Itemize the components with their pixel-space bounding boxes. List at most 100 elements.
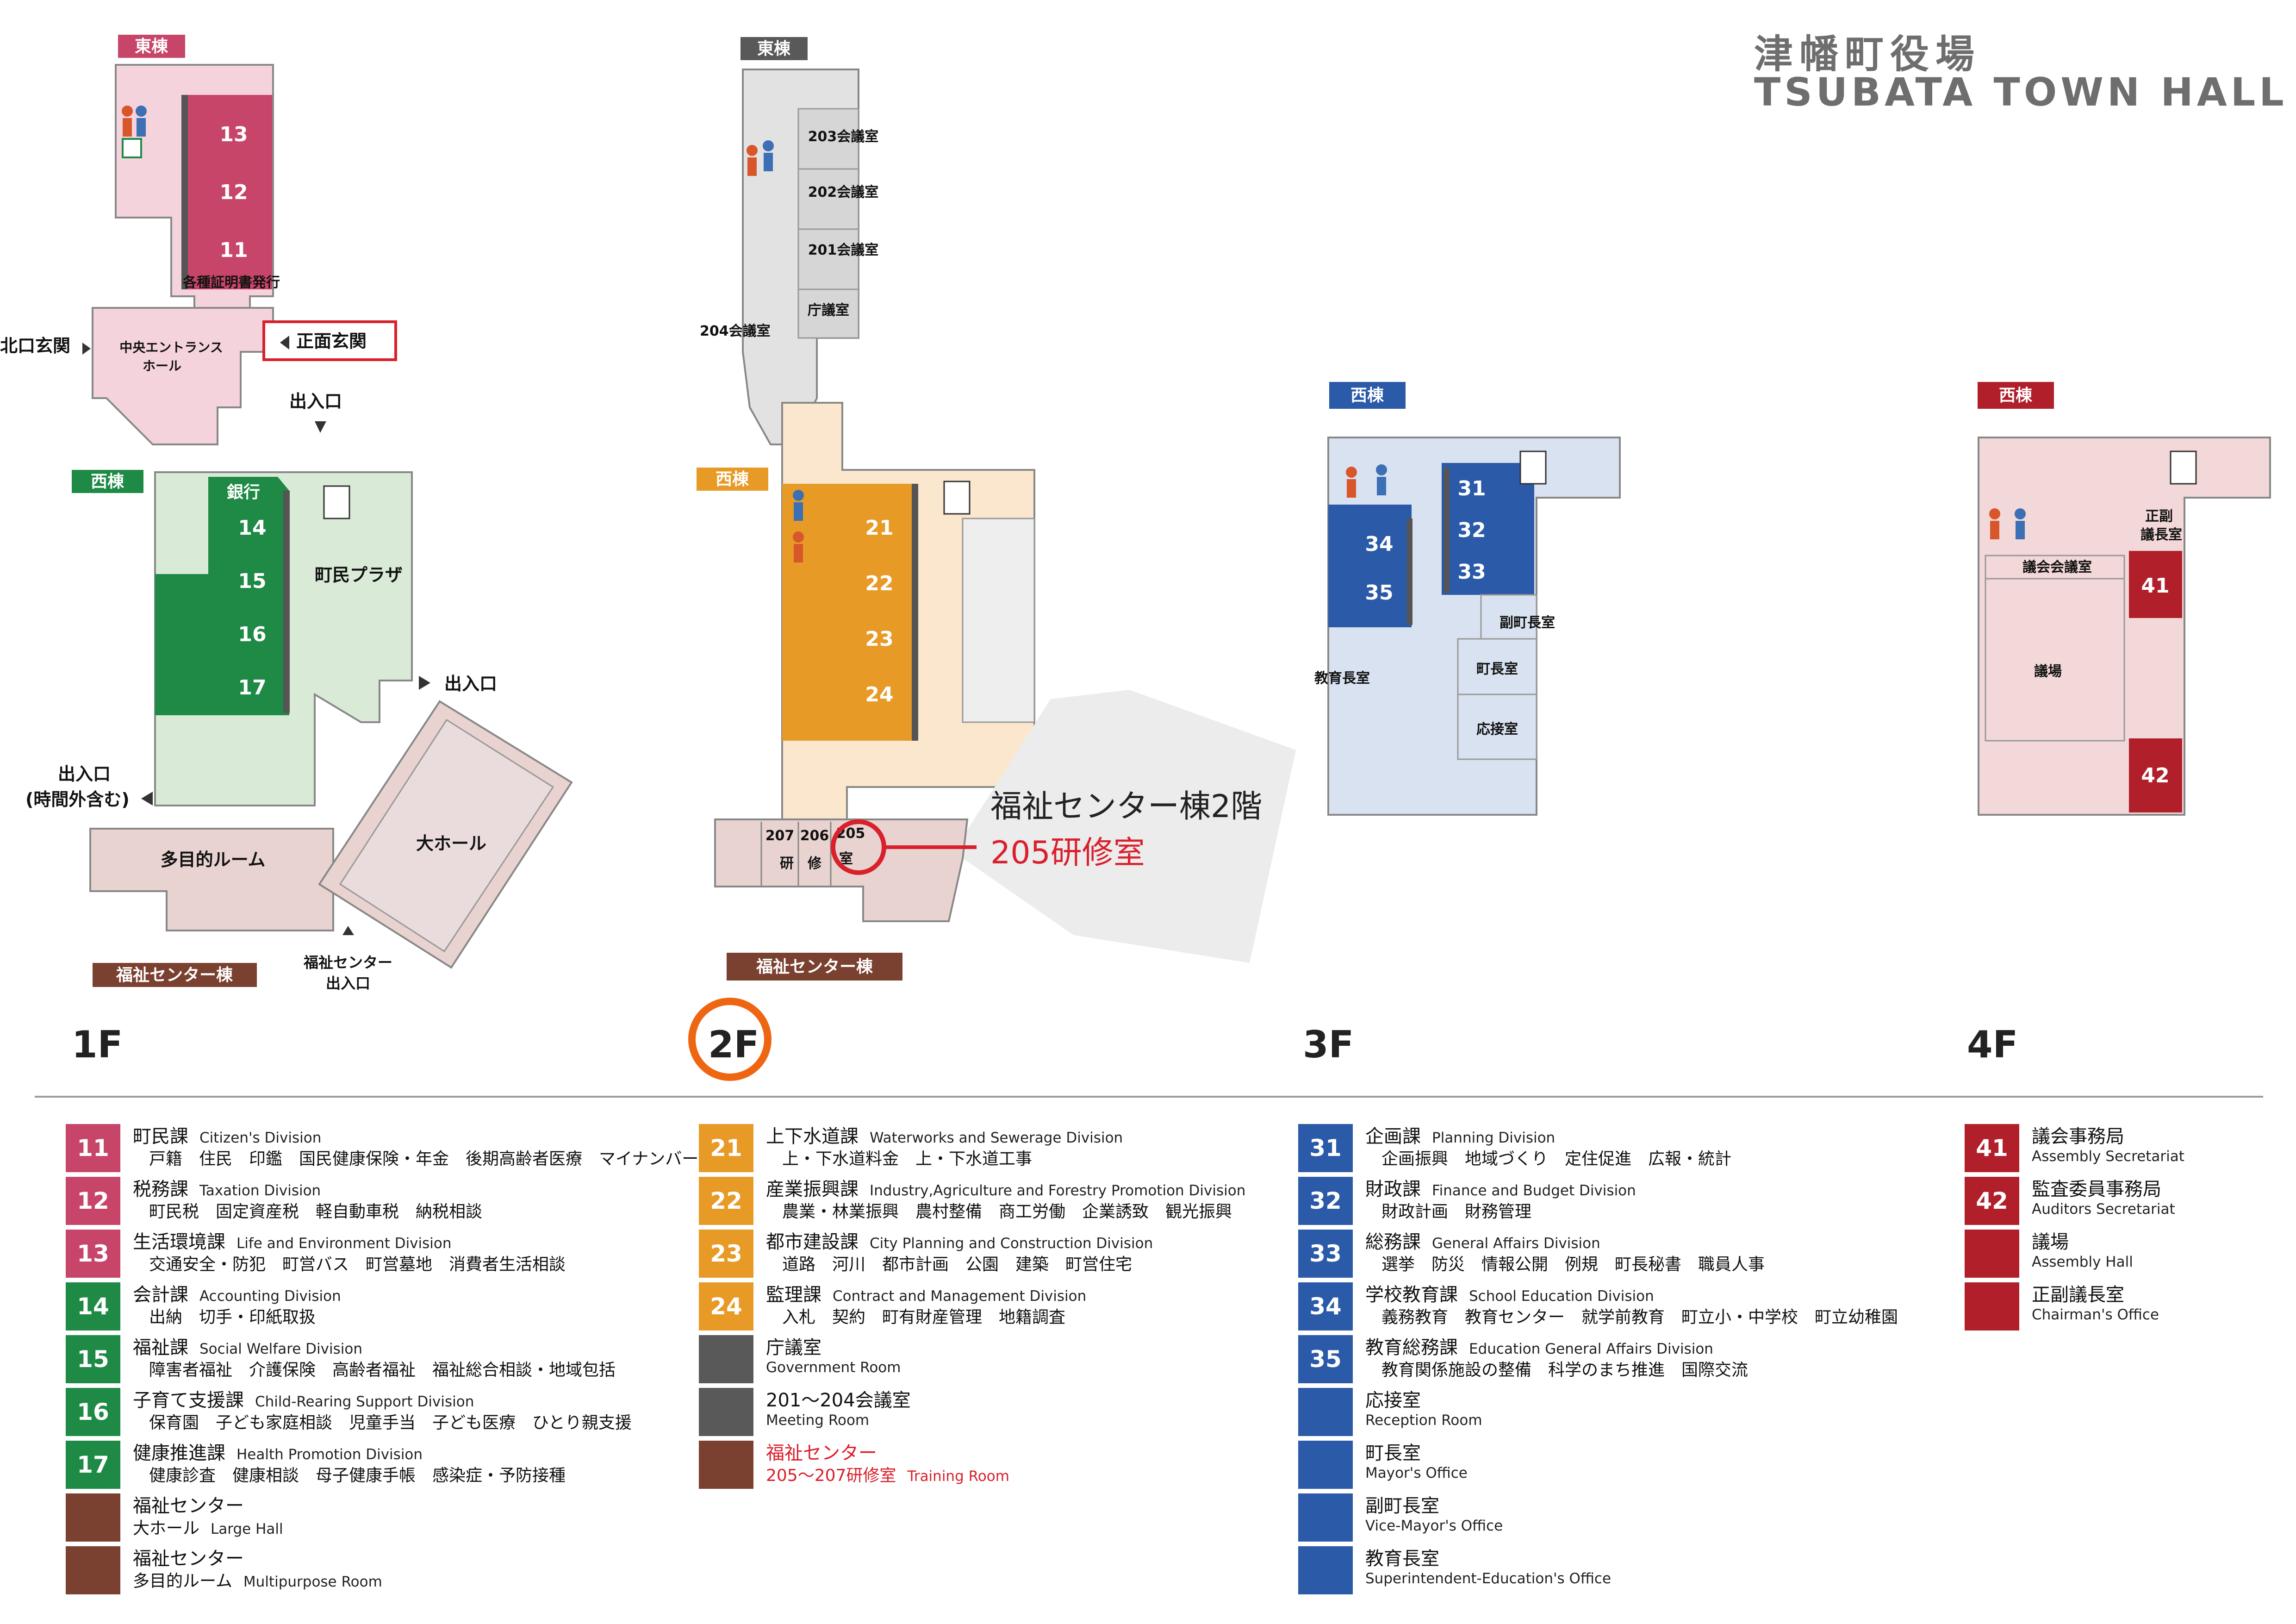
legend-name: 応接室 <box>1365 1385 1421 1412</box>
legend-divider <box>35 1096 2263 1098</box>
legend-number-box: 22 <box>699 1177 753 1225</box>
legend-subtext-text: 入札 契約 町有財産管理 地籍調査 <box>782 1308 1066 1327</box>
legend-name-text: 学校教育課 <box>1365 1284 1458 1305</box>
welfare-entrance-label-1: 福祉センター <box>303 954 392 971</box>
entrance-label-top: 出入口 <box>289 391 342 412</box>
legend-subtext-text: 農業・林業振興 農村整備 商工労働 企業誘致 観光振興 <box>782 1202 1232 1221</box>
legend-subtext: 農業・林業振興 農村整備 商工労働 企業誘致 観光振興 <box>782 1198 1232 1222</box>
legend-subtext-english: Training Room <box>907 1468 1009 1485</box>
legend-number-box <box>66 1493 120 1542</box>
legend-name-text: 庁議室 <box>766 1337 821 1358</box>
legend-number-box: 12 <box>66 1177 120 1225</box>
legend-name: 正副議長室 <box>2032 1280 2124 1306</box>
legend-name-english: Planning Division <box>1432 1130 1556 1146</box>
legend-subtext-text: 上・下水道料金 上・下水道工事 <box>782 1149 1033 1168</box>
floor-label-2f[interactable]: 2F <box>708 1023 759 1066</box>
accessible-icon <box>122 138 142 158</box>
legend-name-english: Citizen's Division <box>199 1130 322 1146</box>
room-32: 32 <box>1457 518 1486 542</box>
west-wing-tag-1f <box>72 470 143 493</box>
room-204-label: 204会議室 <box>700 323 771 339</box>
legend-subtext-text: 企画振興 地域づくり 定住促進 広報・統計 <box>1381 1149 1732 1168</box>
mayor-label: 町長室 <box>1476 661 1518 677</box>
legend-number-box: 34 <box>1298 1282 1353 1330</box>
north-entrance-label: 北口玄関 <box>0 336 70 356</box>
legend-number-box <box>1965 1282 2019 1330</box>
legend-subtext-english: Vice-Mayor's Office <box>1365 1518 1503 1534</box>
council-meeting-label: 議会会議室 <box>2022 559 2092 575</box>
arrow-icon <box>82 343 91 355</box>
west-wing-label-3f: 西棟 <box>1350 386 1384 405</box>
room-42: 42 <box>2141 764 2169 787</box>
legend-subtext: 町民税 固定資産税 軽自動車税 納税相談 <box>149 1198 482 1222</box>
legend-name-english: Accounting Division <box>199 1288 341 1305</box>
title-japanese: 津幡町役場 <box>1754 31 1981 77</box>
legend-subtext-english: Mayor's Office <box>1365 1465 1468 1481</box>
room-12: 12 <box>219 181 248 204</box>
legend-subtext-text: 戸籍 住民 印鑑 国民健康保険・年金 後期高齢者医療 マイナンバー <box>149 1149 699 1168</box>
entrance-label-right: 出入口 <box>444 674 497 694</box>
floor-2f-map: 東棟 203会議室 202会議室 201会議室 庁議室 204会議室 西棟 21… <box>697 37 1296 981</box>
main-entrance-label: 正面玄関 <box>296 331 367 351</box>
east-counter-1f <box>185 95 272 289</box>
legend-name: 教育長室 <box>1365 1543 1439 1570</box>
legend-name-text: 正副議長室 <box>2032 1284 2124 1305</box>
west-wing-tag-4f <box>1978 382 2054 409</box>
legend-name-text: 議場 <box>2032 1231 2069 1253</box>
legend-subtext-text: 財政計画 財務管理 <box>1381 1202 1532 1221</box>
chairman-label-2: 議長室 <box>2140 527 2182 543</box>
restroom-female-icon <box>794 544 803 562</box>
east-wing-label-1f: 東棟 <box>135 37 168 56</box>
restroom-female-icon <box>1990 521 1999 539</box>
plaza-label: 町民プラザ <box>315 565 403 585</box>
legend-subtext: 入札 契約 町有財産管理 地籍調査 <box>782 1304 1065 1328</box>
legend-name-text: 会計課 <box>133 1284 188 1305</box>
legend-subtext-text: 道路 河川 都市計画 公園 建築 町営住宅 <box>782 1255 1132 1274</box>
legend-subtext: 道路 河川 都市計画 公園 建築 町営住宅 <box>782 1251 1132 1275</box>
legend-name-text: 生活環境課 <box>133 1231 225 1253</box>
legend-subtext-english: Auditors Secretariat <box>2032 1201 2175 1218</box>
room-201-label: 201会議室 <box>808 242 879 258</box>
arrow-icon <box>141 792 153 806</box>
west-counter-2f <box>782 484 916 741</box>
training-shu-label: 修 <box>807 856 822 872</box>
legend-name-text: 応接室 <box>1365 1390 1421 1411</box>
legend-subtext-text: 多目的ルーム <box>133 1572 232 1591</box>
arrow-icon <box>419 676 430 690</box>
title-english: TSUBATA TOWN HALL <box>1754 69 2288 115</box>
legend-subtext-english: Reception Room <box>1365 1412 1482 1429</box>
legend-name-english: Health Promotion Division <box>236 1446 423 1463</box>
central-hall-label-2: ホール <box>143 358 181 374</box>
legend-subtext-text: 教育関係施設の整備 科学のまち推進 国際交流 <box>1381 1361 1748 1380</box>
welfare-wing-tag-2f <box>727 953 902 981</box>
floor-label-4f[interactable]: 4F <box>1967 1023 2018 1066</box>
legend-number-box: 16 <box>66 1388 120 1436</box>
floor-label-1f[interactable]: 1F <box>72 1023 123 1066</box>
legend-subtext-text: 障害者福祉 介護保険 高齢者福祉 福祉総合相談・地域包括 <box>149 1361 616 1380</box>
legend-name: 企画課 Planning Division <box>1365 1121 1555 1148</box>
arrow-icon <box>315 421 326 433</box>
legend-subtext-english: Multipurpose Room <box>243 1574 382 1590</box>
legend-number-box: 14 <box>66 1282 120 1330</box>
legend-name-text: 企画課 <box>1365 1126 1421 1147</box>
legend-number-box: 33 <box>1298 1230 1353 1278</box>
floor-label-3f[interactable]: 3F <box>1303 1023 1354 1066</box>
room-33: 33 <box>1457 560 1486 584</box>
floor-maps: 東棟 13 12 11 各種証明書発行 中央エントランス ホール 北口玄関 正面… <box>0 35 2271 992</box>
legend-name-english: Education General Affairs Division <box>1469 1341 1713 1357</box>
welfare-wing-2f <box>714 818 969 922</box>
legend-number-box <box>1298 1493 1353 1542</box>
legend-subtext: 義務教育 教育センター 就学前教育 町立小・中学校 町立幼稚園 <box>1381 1304 1898 1328</box>
west-counter-3f-left <box>1328 505 1412 627</box>
legend-subtext-text: 大ホール <box>133 1519 200 1538</box>
vice-mayor-label: 副町長室 <box>1500 615 1555 631</box>
legend-subtext-text: 町民税 固定資産税 軽自動車税 納税相談 <box>149 1202 483 1221</box>
